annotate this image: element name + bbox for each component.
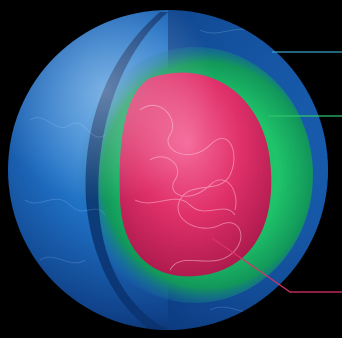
specular-highlight (8, 10, 328, 330)
